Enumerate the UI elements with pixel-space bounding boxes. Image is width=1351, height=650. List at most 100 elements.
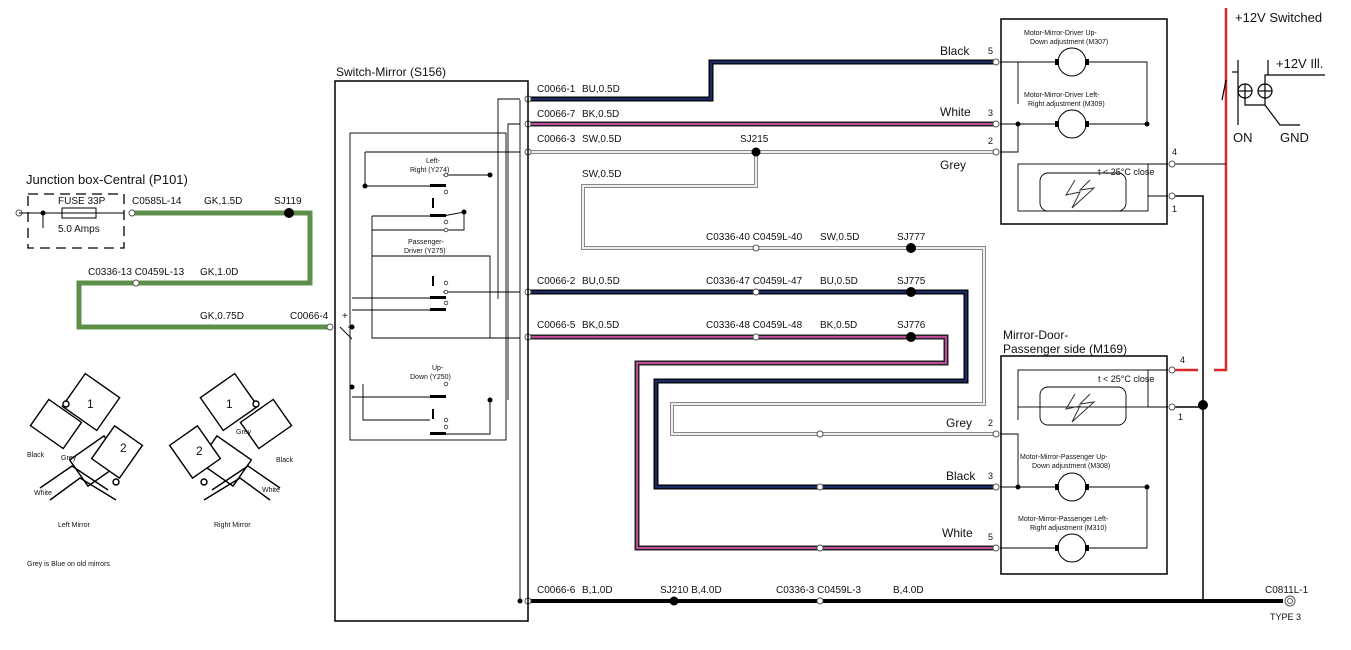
gk075-label: GK,0.75D xyxy=(200,311,244,322)
fuse-amps: 5.0 Amps xyxy=(58,224,100,235)
label-w7: BK,0.5D xyxy=(582,109,619,120)
left-mirror-pinout xyxy=(29,372,144,501)
label-c0066-1: C0066-1 xyxy=(537,84,576,95)
ground-wire xyxy=(528,195,1283,603)
pass-heat-label: t < 25°C close xyxy=(1098,374,1154,384)
driver-pin2: 2 xyxy=(988,136,993,146)
splice-sj775 xyxy=(906,287,916,297)
left-white-label: White xyxy=(34,490,52,497)
splice-sj119 xyxy=(284,208,294,218)
right-mirror-label: Right Mirror xyxy=(214,522,251,529)
label-sw-drop: SW,0.5D xyxy=(582,169,621,180)
label-c0336-48: C0336-48 C0459L-48 xyxy=(706,320,803,331)
pass-m308-a: Motor-Mirror-Passenger Up- xyxy=(1020,454,1108,461)
pass-pin4: 4 xyxy=(1180,355,1185,365)
gk15-label: GK,1.5D xyxy=(204,196,242,207)
switched-12v-label: +12V Switched xyxy=(1235,10,1322,25)
pass-grey-label: Grey xyxy=(946,416,972,430)
driver-black-label: Black xyxy=(940,44,970,58)
driver-pin1: 1 xyxy=(1172,204,1177,214)
power-switch: +12V Switched +12V Ill. ON GND xyxy=(1221,10,1325,145)
driver-m309-a: Motor-Mirror-Driver Left- xyxy=(1024,92,1100,99)
label-w6: B,1.0D xyxy=(582,585,613,596)
label-w40: SW,0.5D xyxy=(820,232,859,243)
label-w47: BU,0.5D xyxy=(820,276,858,287)
pass-driver-label-2: Driver (Y275) xyxy=(404,248,446,255)
right-black-label: Black xyxy=(276,457,294,464)
heater-bolt-icon xyxy=(1064,393,1096,423)
pass-m310-b: Right adjustment (M310) xyxy=(1030,525,1107,532)
label-c0066-5: C0066-5 xyxy=(537,320,576,331)
label-w5: BK,0.5D xyxy=(582,320,619,331)
splice-sj215 xyxy=(751,147,761,157)
label-w3g: B,4.0D xyxy=(893,585,924,596)
driver-pin5: 5 xyxy=(988,46,993,56)
wire-sw-c0066-3 xyxy=(528,150,996,436)
driver-pin4: 4 xyxy=(1172,147,1177,157)
left-mirror-label: Left Mirror xyxy=(58,522,91,529)
label-sj776: SJ776 xyxy=(897,320,926,331)
driver-m307-b: Down adjustment (M307) xyxy=(1030,39,1108,46)
grey-blue-note: Grey is Blue on old mirrors xyxy=(27,561,110,568)
wire-bk-c0066-5 xyxy=(528,334,996,551)
left-right-label-2: Right (Y274) xyxy=(410,167,449,174)
gk10-label: GK,1.0D xyxy=(200,267,238,278)
supply-wire-green xyxy=(76,210,330,330)
label-w2: BU,0.5D xyxy=(582,276,620,287)
pass-title-2: Passenger side (M169) xyxy=(1003,342,1127,356)
ill-12v-label: +12V Ill. xyxy=(1276,56,1323,71)
label-type3: TYPE 3 xyxy=(1270,612,1301,622)
label-sj210: SJ210 B,4.0D xyxy=(660,585,722,596)
pass-pin3: 3 xyxy=(988,471,993,481)
splice-sj210 xyxy=(669,596,679,606)
driver-white-label: White xyxy=(940,105,971,119)
driver-grey-label: Grey xyxy=(940,158,966,172)
label-c0066-7: C0066-7 xyxy=(537,109,576,120)
switch-mirror-s156: Switch-Mirror (S156) xyxy=(334,65,529,622)
left-black-label: Black xyxy=(27,452,45,459)
label-w48: BK,0.5D xyxy=(820,320,857,331)
wire-bu-c0066-2 xyxy=(528,289,996,490)
label-c0336-3: C0336-3 C0459L-3 xyxy=(776,585,861,596)
plus-sign: + xyxy=(342,311,348,322)
label-sj775: SJ775 xyxy=(897,276,926,287)
on-label: ON xyxy=(1233,130,1253,145)
wire-labels: C0066-1 BU,0.5D C0066-7 BK,0.5D C0066-3 … xyxy=(537,84,1309,622)
pass-pin1: 1 xyxy=(1178,412,1183,422)
pass-pin2: 2 xyxy=(988,418,993,428)
left-grey-label: Grey xyxy=(61,455,77,462)
pass-pin5: 5 xyxy=(988,532,993,542)
c0585l-14-label: C0585L-14 xyxy=(132,196,182,207)
ground-junction xyxy=(1198,400,1208,410)
c0336-13-label: C0336-13 C0459L-13 xyxy=(88,267,185,278)
driver-pin3: 3 xyxy=(988,108,993,118)
switched-feed-wire xyxy=(1175,8,1228,372)
right-pin-1: 1 xyxy=(226,397,233,411)
right-mirror-pinout xyxy=(168,372,293,501)
label-c0066-3: C0066-3 xyxy=(537,134,576,145)
right-white-label: White xyxy=(262,487,280,494)
up-down-label-1: Up- xyxy=(432,365,444,372)
label-w3: SW,0.5D xyxy=(582,134,621,145)
pass-driver-label-1: Passenger- xyxy=(408,239,444,246)
switch-title: Switch-Mirror (S156) xyxy=(336,65,446,79)
splice-sj777 xyxy=(906,243,916,253)
label-c0336-40: C0336-40 C0459L-40 xyxy=(706,232,803,243)
c0066-4-label: C0066-4 xyxy=(290,311,329,322)
junction-box-p101: Junction box-Central (P101) FUSE 33P 5.0… xyxy=(19,172,348,322)
left-pin-2: 2 xyxy=(120,441,127,455)
label-sj215: SJ215 xyxy=(740,134,769,145)
left-pin-1: 1 xyxy=(87,397,94,411)
label-w1: BU,0.5D xyxy=(582,84,620,95)
splice-sj776 xyxy=(906,332,916,342)
left-right-label-1: Left- xyxy=(426,158,441,165)
pass-white-label: White xyxy=(942,526,973,540)
driver-m307-a: Motor-Mirror-Driver Up- xyxy=(1024,30,1097,37)
wire-bu-c0066-1 xyxy=(528,59,996,102)
pass-title-1: Mirror-Door- xyxy=(1003,328,1068,342)
right-grey-label: Grey xyxy=(236,429,252,436)
right-pin-2: 2 xyxy=(196,444,203,458)
passenger-mirror-box: Mirror-Door- Passenger side (M169) t < 2… xyxy=(942,328,1185,575)
driver-mirror-box: Motor-Mirror-Driver Up- Down adjustment … xyxy=(940,18,1177,225)
